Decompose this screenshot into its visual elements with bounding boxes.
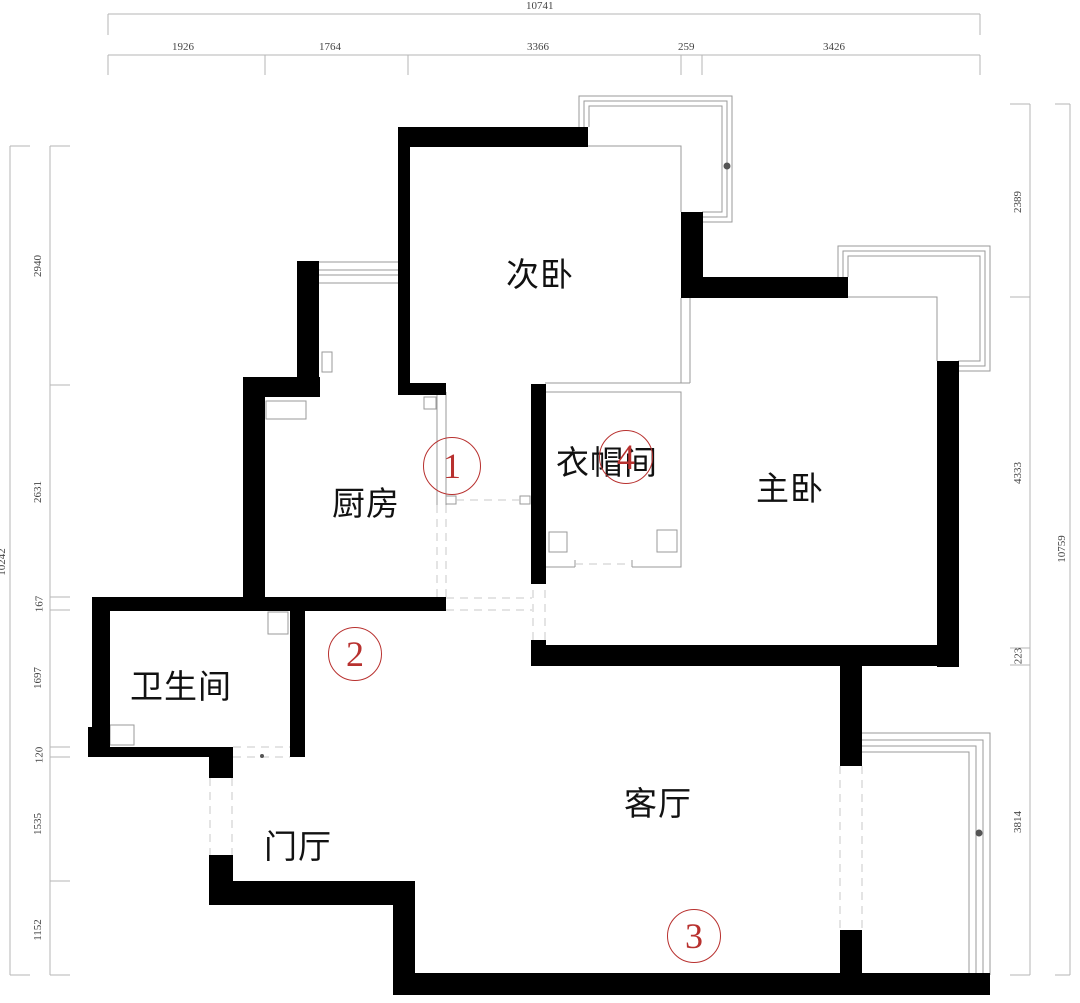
dimension-left: 1152 <box>31 919 44 941</box>
dimension-top: 3366 <box>527 41 549 53</box>
wall <box>937 361 959 667</box>
wall <box>209 855 233 905</box>
room-label-bathroom: 卫生间 <box>130 667 232 706</box>
wall <box>398 383 446 395</box>
wall <box>840 660 862 766</box>
wall <box>531 645 959 666</box>
dimension-left: 2940 <box>32 255 44 277</box>
dimension-total-height-left: 10242 <box>0 548 8 576</box>
dimension-total-width: 10741 <box>526 0 554 12</box>
room-label-kitchen: 厨房 <box>332 484 400 523</box>
dimension-right: 223 <box>1012 647 1025 665</box>
dimension-top: 1926 <box>172 41 194 53</box>
wall <box>243 377 265 599</box>
dimension-left: 120 <box>33 746 46 764</box>
room-label-second-bedroom: 次卧 <box>506 255 574 294</box>
room-label-master-bedroom: 主卧 <box>756 469 824 508</box>
dimension-top: 259 <box>678 41 695 53</box>
dimension-right: 2389 <box>1012 191 1024 213</box>
wall <box>681 277 848 298</box>
marker-2: 2 <box>328 627 382 681</box>
wall <box>209 881 415 905</box>
wall <box>393 881 415 995</box>
dimension-total-height-right: 10759 <box>1055 535 1068 563</box>
marker-4: 4 <box>599 430 653 484</box>
marker-1: 1 <box>423 437 481 495</box>
wall <box>531 640 546 666</box>
wall <box>681 212 703 298</box>
dimension-left: 1535 <box>32 813 44 835</box>
wall <box>92 597 110 747</box>
dimension-right: 3814 <box>1012 811 1024 833</box>
wall <box>403 973 990 995</box>
room-label-foyer: 门厅 <box>264 827 332 866</box>
dimension-right: 4333 <box>1012 462 1024 484</box>
wall <box>297 261 319 397</box>
dimension-left: 2631 <box>32 481 44 503</box>
wall <box>398 127 588 147</box>
wall <box>290 610 305 757</box>
dimension-top: 3426 <box>823 41 845 53</box>
room-label-living-room: 客厅 <box>624 784 692 823</box>
wall <box>840 930 862 976</box>
dimension-top: 1764 <box>319 41 341 53</box>
dimension-left: 167 <box>33 595 46 613</box>
dimension-left: 1697 <box>32 667 44 689</box>
wall <box>92 597 446 611</box>
marker-3: 3 <box>667 909 721 963</box>
wall <box>531 384 546 584</box>
wall <box>398 127 410 394</box>
wall <box>88 747 233 757</box>
